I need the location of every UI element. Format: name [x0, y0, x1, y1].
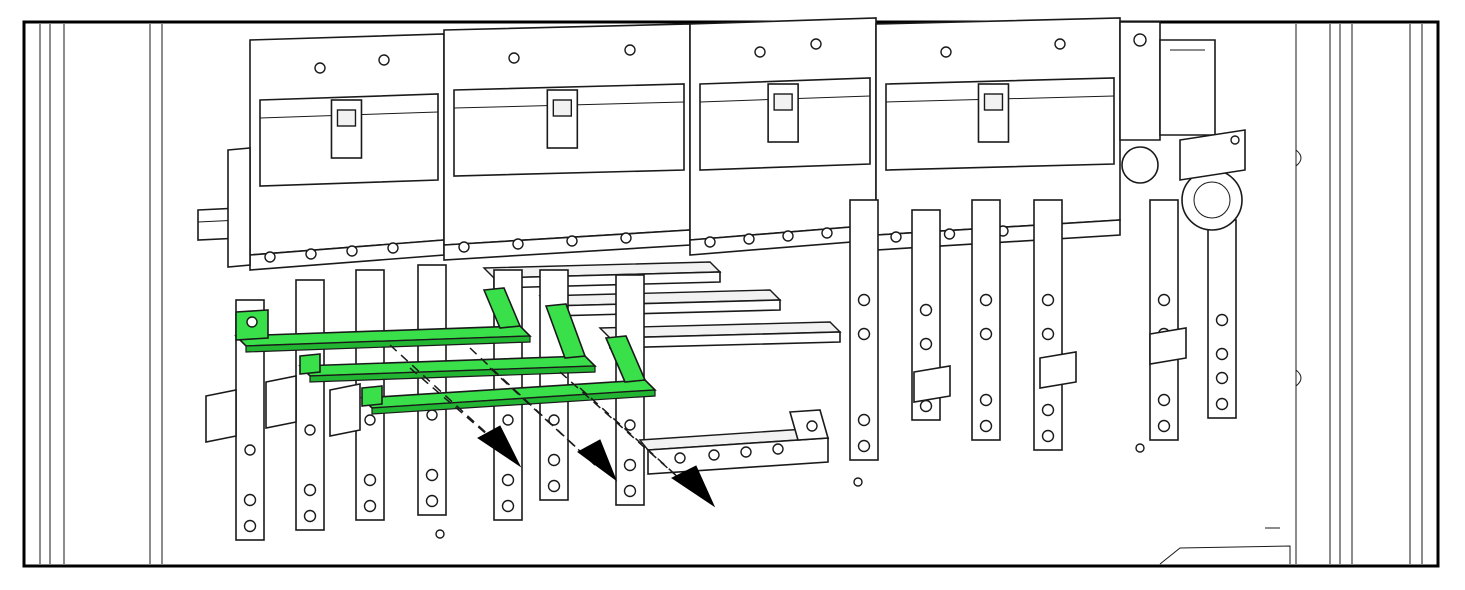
removal-arrow-1: [389, 344, 522, 468]
circuit-breaker: [689, 17, 877, 256]
terminal-screw: [620, 232, 632, 244]
side-mechanism: [1119, 21, 1246, 231]
busbar-riser: [295, 279, 325, 531]
circuit-breaker: [249, 33, 445, 271]
terminal-screw: [305, 248, 317, 260]
circuit-breaker: [875, 17, 1121, 251]
removal-arrow-3: [559, 371, 716, 508]
terminal-screw: [743, 233, 755, 245]
breaker-handle: [767, 83, 799, 143]
busbar-riser: [1033, 199, 1063, 451]
busbar-riser: [417, 264, 447, 516]
breaker-handle: [330, 99, 363, 159]
breaker-handle: [977, 83, 1010, 143]
busbar-clamp: [913, 365, 951, 403]
busbar-riser: [971, 199, 1001, 441]
terminal-screw: [821, 227, 833, 239]
terminal-screw: [264, 251, 276, 263]
right-busbar-risers: [849, 199, 1237, 461]
removal-arrow-2: [469, 347, 618, 482]
green-link-2: [298, 303, 597, 383]
green-link-1: [234, 287, 532, 353]
highlighted-busbar-links: [234, 287, 657, 415]
busbar-clamp: [205, 389, 237, 443]
terminal-screw: [458, 241, 470, 253]
terminal-screw: [704, 236, 716, 248]
circuit-breaker-row: [227, 17, 1121, 271]
busbar-clamp: [265, 375, 297, 429]
breaker-side-plate: [227, 147, 251, 268]
removal-arrows: [389, 344, 716, 508]
circuit-breaker: [443, 23, 691, 261]
terminal-screw: [512, 238, 524, 250]
terminal-screw: [782, 230, 794, 242]
bottom-link-bar: [638, 409, 830, 475]
busbar-riser: [849, 199, 879, 461]
breaker-handle: [546, 89, 579, 149]
busbar-clamp: [1149, 327, 1187, 365]
terminal-screw: [346, 245, 358, 257]
green-link-3: [360, 335, 657, 415]
terminal-screw: [387, 242, 399, 254]
busbar-riser: [1207, 219, 1237, 419]
floor-fixings: [435, 443, 1145, 539]
terminal-screw: [566, 235, 578, 247]
busbar-riser: [1149, 199, 1179, 441]
busbar-clamp: [329, 383, 361, 437]
terminal-screw: [890, 231, 902, 243]
terminal-screw: [943, 228, 956, 240]
busbar-clamp: [1039, 351, 1077, 389]
